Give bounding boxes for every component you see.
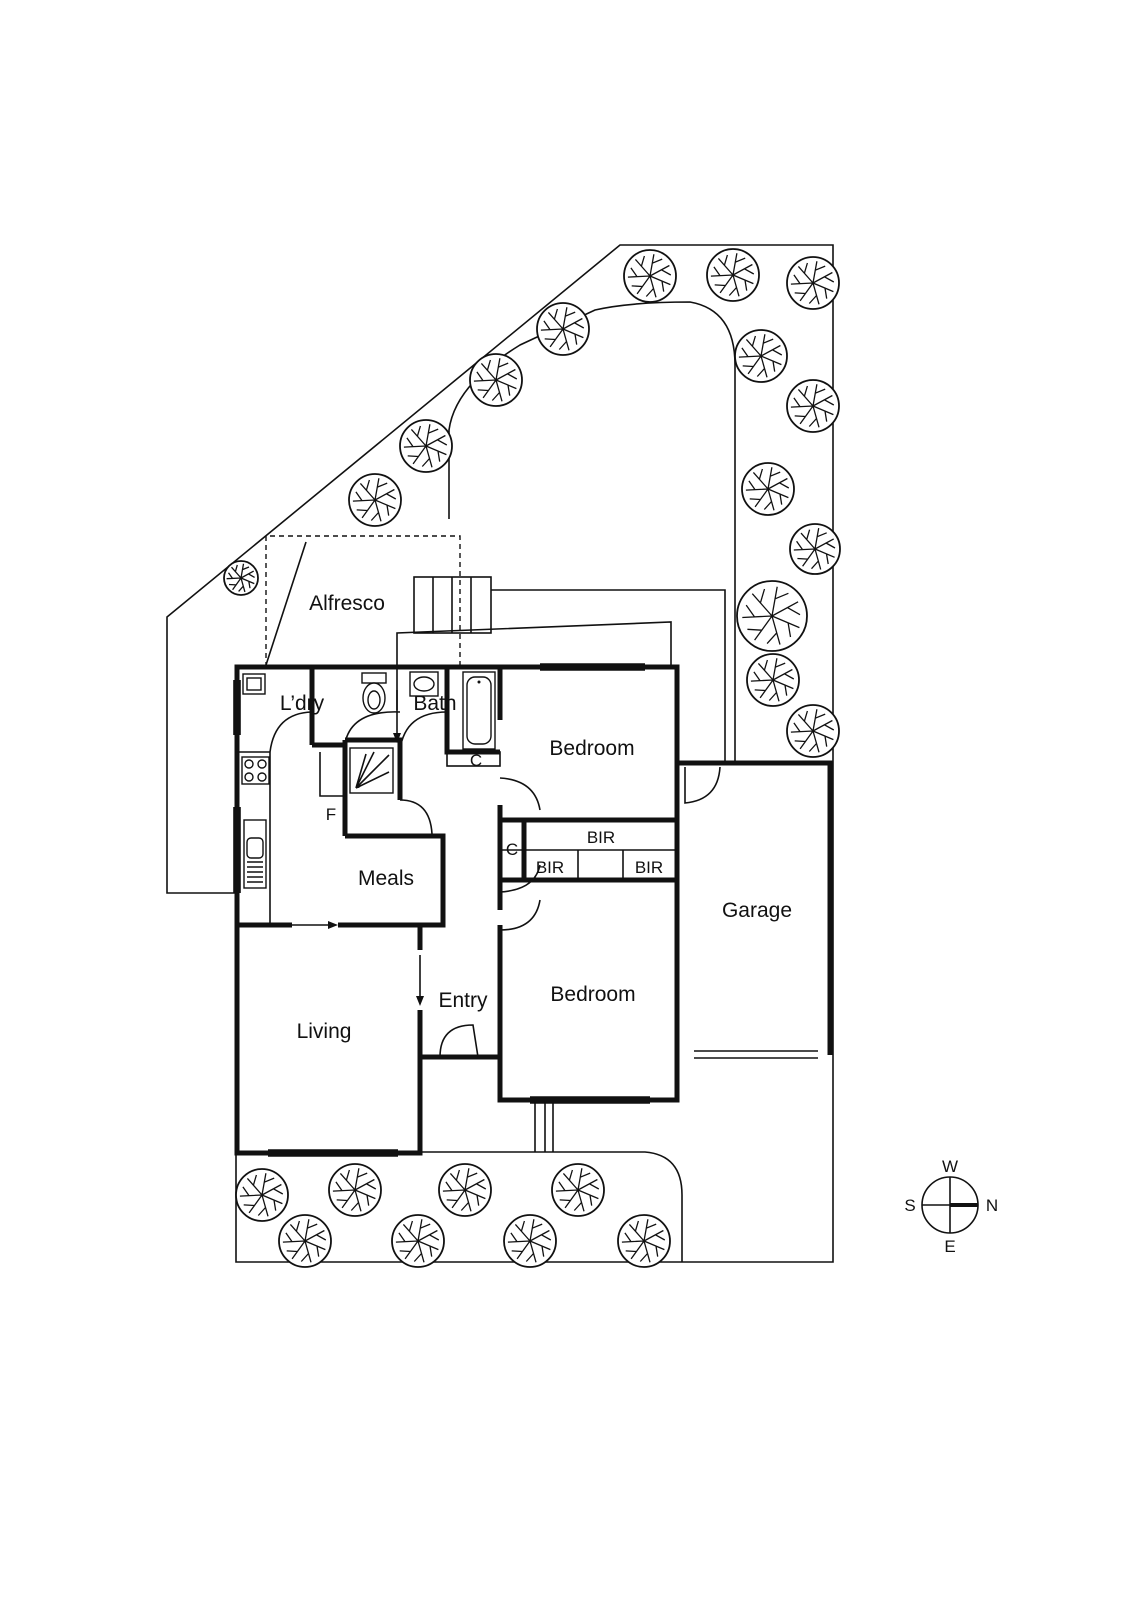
room-label-meals: Meals <box>358 867 414 890</box>
cupboard-box <box>446 751 501 767</box>
kitchen-sink <box>243 819 267 889</box>
laundry-trough <box>242 673 266 695</box>
tree <box>623 249 677 303</box>
room-label-bedroom-2: Bedroom <box>550 983 635 1006</box>
rear-steps <box>413 576 492 634</box>
garden-path <box>448 301 736 763</box>
garage-wall <box>677 760 833 1055</box>
front-path <box>534 1103 554 1152</box>
compass-west: W <box>942 1157 958 1176</box>
label-cupboard-bath: C <box>470 751 482 770</box>
room-label-living: Living <box>297 1020 352 1043</box>
label-bir-left: BIR <box>536 858 564 877</box>
compass-east: E <box>944 1237 955 1256</box>
tree <box>736 580 808 652</box>
fence-line <box>491 589 726 763</box>
room-label-entry: Entry <box>438 989 488 1012</box>
arrows <box>292 690 424 1006</box>
tree <box>551 1163 605 1217</box>
tree <box>789 523 841 575</box>
tree <box>348 473 402 527</box>
compass-north: N <box>986 1196 998 1215</box>
label-bir-top: BIR <box>587 828 615 847</box>
internal-walls <box>237 667 677 1100</box>
label-cupboard-hall: C <box>506 840 518 859</box>
vanity-basin <box>409 671 439 697</box>
tree <box>438 1163 492 1217</box>
garage-door <box>694 1050 818 1059</box>
tree <box>503 1214 557 1268</box>
shower <box>349 747 394 794</box>
room-label-garage: Garage <box>722 899 792 922</box>
tree <box>786 256 840 310</box>
tree <box>328 1163 382 1217</box>
cooktop <box>241 756 270 785</box>
room-label-alfresco: Alfresco <box>309 592 385 615</box>
tree <box>786 379 840 433</box>
tree <box>235 1168 289 1222</box>
alfresco-pergola <box>265 535 461 667</box>
room-label-laundry: L’dry <box>280 692 325 715</box>
room-label-bath: Bath <box>413 692 456 715</box>
garage-side-door <box>684 766 721 804</box>
alfresco-edge <box>265 541 307 666</box>
tree <box>746 653 800 707</box>
tree <box>469 353 523 407</box>
tree <box>536 302 590 356</box>
compass: W S N E <box>904 1157 998 1256</box>
trees <box>223 248 841 1268</box>
tree <box>399 419 453 473</box>
tree <box>741 462 795 516</box>
tree <box>391 1214 445 1268</box>
label-bir-right: BIR <box>635 858 663 877</box>
compass-south: S <box>904 1196 915 1215</box>
doors <box>269 711 541 1058</box>
tree <box>786 704 840 758</box>
tree <box>706 248 760 302</box>
label-fridge: F <box>326 805 336 824</box>
room-label-bedroom-1: Bedroom <box>549 737 634 760</box>
fence-line-inner <box>396 621 672 710</box>
partitions <box>237 751 677 925</box>
tree <box>223 560 259 596</box>
tree <box>278 1214 332 1268</box>
entry-garden-bed <box>236 1151 683 1262</box>
bathtub <box>462 671 496 750</box>
tree <box>734 329 788 383</box>
toilet <box>361 672 387 714</box>
windows <box>233 663 650 1157</box>
tree <box>617 1214 671 1268</box>
